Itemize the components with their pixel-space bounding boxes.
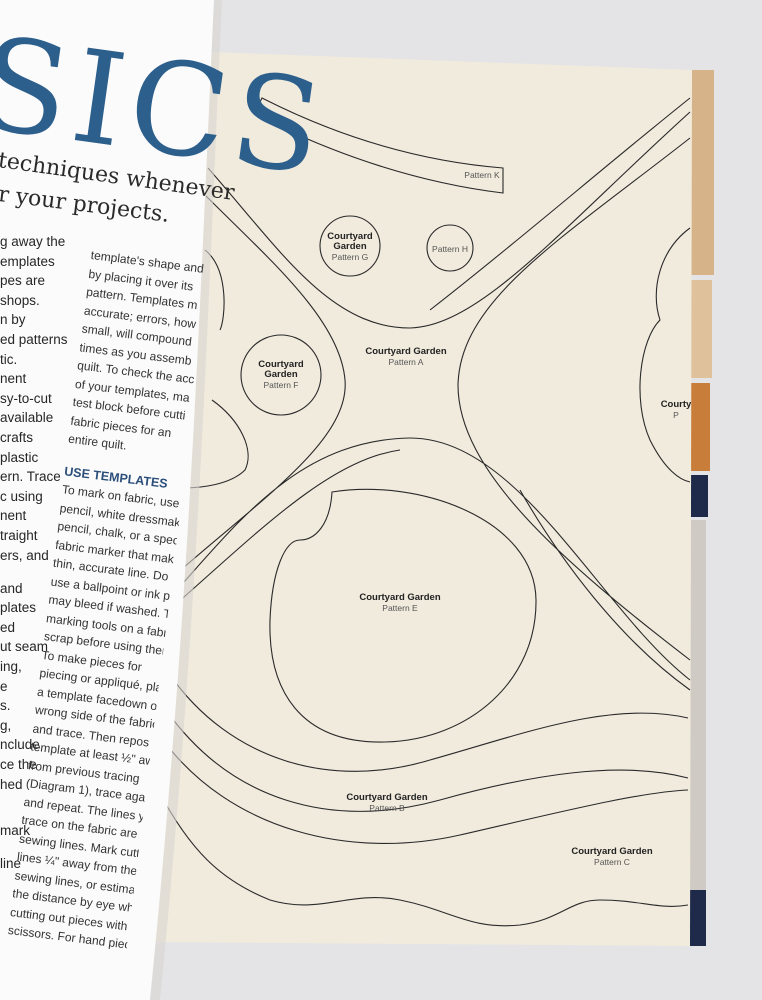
text-line: c using [0, 488, 43, 504]
text-line: ed [0, 619, 16, 635]
text-line: crafts [0, 429, 34, 445]
pattern-b-shape [165, 674, 689, 812]
text-line: hed [0, 776, 23, 792]
text-line: plates [0, 600, 37, 616]
article-page: SICS techniques whenever r your projects… [0, 0, 336, 1000]
text-line: nclude [0, 737, 40, 753]
text-line: s. [0, 698, 11, 714]
pattern-title: Courtyard Garden [327, 231, 373, 252]
pattern-g-shape [319, 215, 381, 277]
pattern-h-shape [426, 224, 474, 272]
pattern-k-shape [253, 97, 504, 194]
pattern-name: Pattern F [263, 380, 299, 390]
text-line: ers, and [0, 547, 49, 563]
tab-navy [688, 475, 708, 517]
tab-orange [688, 383, 710, 471]
pattern-title: Courty [660, 399, 692, 410]
pattern-lines [157, 97, 691, 927]
text-line: plastic [0, 449, 39, 465]
tab-light-tan [688, 280, 712, 378]
tab-tan [688, 70, 714, 275]
text-line: n by [0, 312, 26, 328]
text-line: shops. [0, 292, 40, 308]
pattern-k-label: Pattern K [464, 170, 499, 180]
article-column-1: g away the emplates pes are shops. n by ed pa… [0, 232, 68, 874]
text-line: tic. [0, 351, 18, 367]
pattern-title: Courtyard Garden [346, 792, 428, 803]
text-line: available [0, 410, 54, 426]
left-page [0, 0, 214, 1000]
text-line: g, [0, 717, 12, 733]
pattern-name: Pattern E [382, 603, 418, 613]
pattern-title: Courtyard Garden [359, 592, 441, 603]
text-line: mark [0, 823, 30, 839]
pattern-name: Pattern H [432, 244, 468, 254]
text-line: nent [0, 508, 27, 524]
pattern-f-shape [240, 334, 322, 416]
text-line: and [0, 580, 23, 596]
pattern-name: Pattern G [331, 252, 369, 262]
text-line: nent [0, 371, 27, 387]
pattern-name: Pattern A [388, 357, 424, 367]
text-line: ut seam [0, 639, 49, 655]
pattern-name: P [673, 410, 679, 420]
text-line: ce the [0, 756, 37, 772]
pattern-h-label: Pattern H [432, 244, 468, 254]
pattern-c-shape [157, 739, 689, 927]
pattern-name: Pattern B [369, 803, 405, 813]
pattern-title: Courtyard Garden [365, 346, 447, 357]
pattern-a-shape [174, 111, 691, 681]
text-line: emplates [0, 253, 55, 269]
pattern-e-shape [269, 488, 537, 743]
text-line: g away the [0, 234, 66, 249]
partial-right-shape [639, 227, 691, 483]
text-line: sy-to-cut [0, 390, 52, 406]
text-line: ing, [0, 658, 22, 674]
pattern-name: Pattern K [464, 170, 500, 180]
partial-left-shape [182, 249, 249, 489]
text-line: ern. Trace [0, 469, 61, 485]
text-line: line [0, 856, 22, 872]
pattern-arm-lines [174, 97, 691, 691]
text-line: e [0, 678, 8, 694]
text-line: ed patterns [0, 331, 68, 347]
page-shadow [150, 0, 222, 1000]
tab-navy-bottom [688, 890, 706, 946]
tab-photo [688, 520, 706, 890]
pattern-title: Courtyard Garden [258, 359, 304, 380]
text-line: pes are [0, 273, 46, 289]
pattern-name: Pattern C [594, 857, 630, 867]
text-line: traight [0, 527, 38, 543]
pattern-title: Courtyard Garden [571, 846, 653, 857]
